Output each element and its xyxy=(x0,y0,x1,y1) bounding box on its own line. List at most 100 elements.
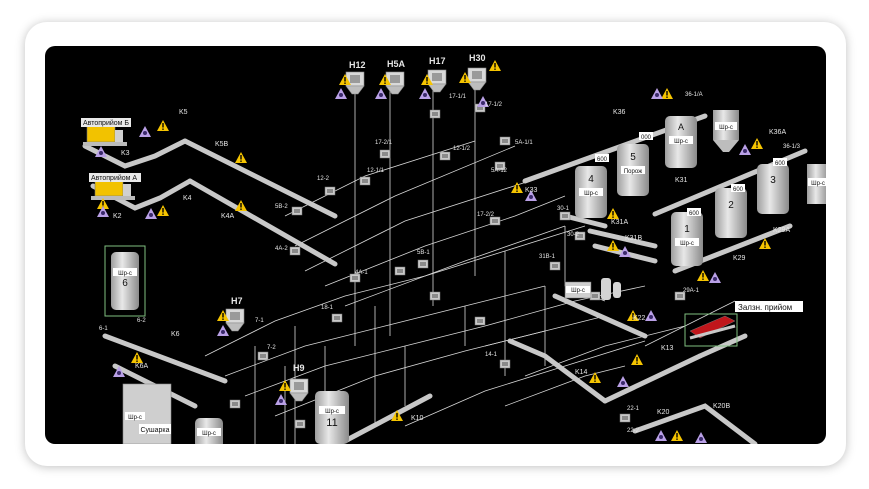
silo-4[interactable]: 4 Шр-с xyxy=(575,166,607,218)
silo-2-number: 2 xyxy=(728,200,734,211)
truck-intake-b[interactable] xyxy=(83,125,127,146)
silo-a-tag: Шр-с xyxy=(674,139,688,145)
silo-right-tag: Шр-с xyxy=(811,181,825,187)
silo-5-empty: Порож xyxy=(624,169,642,175)
rail-intake-label: Залзн. прийом xyxy=(738,303,792,312)
rail-intake-wagon[interactable] xyxy=(684,313,738,347)
label-17-1-1: 17-1/1 xyxy=(449,94,467,100)
readout-silo-3: 600 xyxy=(775,161,786,167)
silo-1[interactable]: 1 Шр-с xyxy=(671,212,703,266)
silo-a-number: A xyxy=(678,122,684,132)
label-14-1: 14-1 xyxy=(485,352,498,358)
label-7-2: 7-2 xyxy=(267,345,276,351)
hopper-h9[interactable] xyxy=(289,378,309,402)
silo-bottom-left[interactable]: Шр-с xyxy=(195,418,223,444)
label-k31a: K31A xyxy=(611,219,628,226)
label-17-2-1: 17-2/1 xyxy=(375,140,393,146)
label-k4: K4 xyxy=(183,195,192,202)
label-k10: K10 xyxy=(411,415,424,422)
silo-3[interactable]: 3 xyxy=(757,164,789,214)
hopper-h9-label: H9 xyxy=(293,363,305,373)
label-17-1-2: 17-1/2 xyxy=(485,102,503,108)
silo-3-number: 3 xyxy=(770,175,776,186)
label-k4a: K4A xyxy=(221,213,235,220)
label-k6a: K6A xyxy=(135,363,149,370)
conveyor-k22 xyxy=(552,293,648,339)
label-k20: K20 xyxy=(657,409,670,416)
conveyor-k10 xyxy=(342,393,433,444)
label-22-2: 22-2 xyxy=(627,428,640,434)
hopper-h17-label: H17 xyxy=(429,56,446,66)
label-k33: K33 xyxy=(525,187,538,194)
conveyor-labels: K3 K2 K5 K5B K4 K4A K6 K6A K10 K36 K36A … xyxy=(113,109,790,422)
silo-1-tag: Шр-с xyxy=(680,241,694,247)
silo-6[interactable]: 6 Шр-с xyxy=(104,245,146,317)
truck-intake-a[interactable] xyxy=(91,179,135,200)
silo-4-tag: Шр-с xyxy=(584,191,598,197)
conveyor-k4a xyxy=(187,178,338,267)
label-k31b: K31B xyxy=(625,235,642,242)
label-4a-2: 4A-2 xyxy=(275,246,288,252)
label-5b-1: 5B-1 xyxy=(417,250,430,256)
hopper-h30[interactable] xyxy=(467,67,487,91)
silo-6-tag: Шр-с xyxy=(118,271,132,277)
conveyor-k13 xyxy=(602,353,703,404)
plant-mimic-diagram: Автоприйом Б Автоприйом А Залзн. прийом … xyxy=(81,53,826,444)
silo-4-number: 4 xyxy=(588,174,594,185)
label-7-1: 7-1 xyxy=(255,318,264,324)
rail-intake-label-box xyxy=(735,301,803,312)
label-30-1: 30-1 xyxy=(557,206,570,212)
label-31b-1: 31B-1 xyxy=(539,254,556,260)
label-6-1: 6-1 xyxy=(99,326,108,332)
dryer-tag: Шр-с xyxy=(128,415,142,421)
conveyor-k5b xyxy=(182,138,338,219)
hopper-h5a-label: H5A xyxy=(387,59,406,69)
conveyor-k20b xyxy=(632,403,758,444)
label-k31: K31 xyxy=(675,177,688,184)
silo-1-number: 1 xyxy=(684,224,690,235)
label-18-1: 18-1 xyxy=(321,305,334,311)
label-k29a: K29A xyxy=(773,227,790,234)
label-36-1a: 36-1/A xyxy=(685,92,703,98)
label-k22: K22 xyxy=(633,315,646,322)
readouts: 600 000 600 600 600 xyxy=(595,132,787,217)
label-k6: K6 xyxy=(171,331,180,338)
label-k36a: K36A xyxy=(769,129,786,136)
label-12-2: 12-2 xyxy=(317,176,330,182)
label-29a-1: 29A-1 xyxy=(683,288,700,294)
silo-right-edge[interactable]: Шр-с xyxy=(807,164,826,204)
label-6-2: 6-2 xyxy=(137,318,146,324)
node-labels: 17-1/1 17-1/2 17-2/1 12-1/2 5A-1/1 5A-12… xyxy=(99,92,801,434)
label-22-1: 22-1 xyxy=(627,406,640,412)
dryer[interactable]: Шр-с Сушарка xyxy=(122,383,172,444)
silo-5-number: 5 xyxy=(630,152,636,163)
label-k20b: K20B xyxy=(713,403,730,410)
hopper-labels: H12 H5A H17 H30 H7 H9 xyxy=(231,53,486,373)
silo-2[interactable]: 2 xyxy=(715,188,747,238)
hopper-h7-label: H7 xyxy=(231,296,243,306)
silo-small-tag: Шр-с xyxy=(719,125,733,131)
label-k2: K2 xyxy=(113,213,122,220)
conveyor-k31a xyxy=(587,228,658,249)
silo-11[interactable]: 11 Шр-с xyxy=(315,391,349,444)
label-4a-1: 4A-1 xyxy=(355,270,368,276)
label-5a-1-1: 5A-1/1 xyxy=(515,140,533,146)
readout-silo-2: 600 xyxy=(733,187,744,193)
scada-mimic-screen: Автоприйом Б Автоприйом А Залзн. прийом … xyxy=(45,46,826,444)
separator-equipment[interactable]: Шр-с xyxy=(564,278,621,300)
intake-a-label: Автоприйом А xyxy=(91,174,137,182)
label-12-1-1: 12-1/1 xyxy=(367,168,385,174)
hopper-h7[interactable] xyxy=(225,308,245,332)
silo-5[interactable]: 5 Порож xyxy=(617,144,649,196)
label-k29: K29 xyxy=(733,255,746,262)
silo-small-top-right[interactable]: Шр-с xyxy=(713,110,739,152)
silo-a[interactable]: A Шр-с xyxy=(665,116,697,168)
label-17-2-2: 17-2/2 xyxy=(477,212,495,218)
conveyor-k14 xyxy=(507,338,608,404)
intake-b-label: Автоприйом Б xyxy=(83,119,129,127)
conveyor-k6 xyxy=(102,333,228,384)
hopper-h12-label: H12 xyxy=(349,60,366,70)
readout-silo-a: 000 xyxy=(641,135,652,141)
label-k14: K14 xyxy=(575,369,588,376)
silo-bottom-tag: Шр-с xyxy=(202,431,216,437)
